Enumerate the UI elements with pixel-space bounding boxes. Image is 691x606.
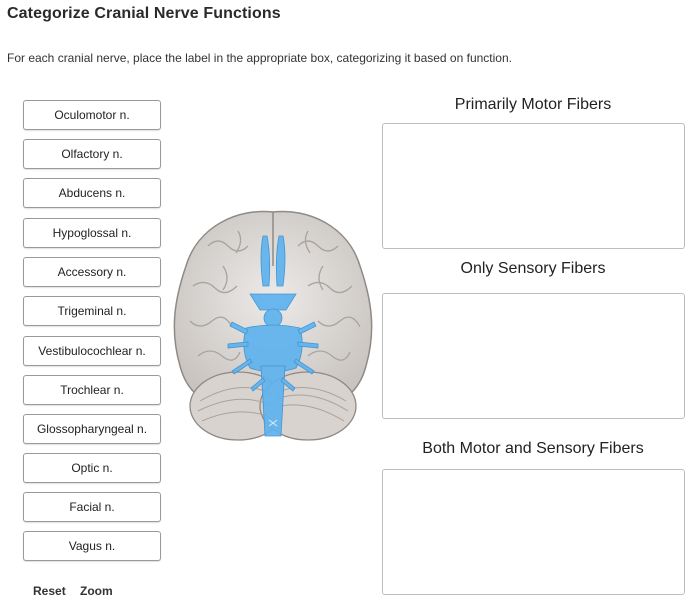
instructions-text: For each cranial nerve, place the label … [7, 51, 512, 65]
label-facial[interactable]: Facial n. [23, 492, 161, 522]
label-abducens[interactable]: Abducens n. [23, 178, 161, 208]
label-optic[interactable]: Optic n. [23, 453, 161, 483]
label-trigeminal[interactable]: Trigeminal n. [23, 296, 161, 326]
page-title: Categorize Cranial Nerve Functions [7, 5, 281, 22]
label-accessory[interactable]: Accessory n. [23, 257, 161, 287]
drop-zone-both[interactable] [382, 469, 685, 595]
zone-heading-motor: Primarily Motor Fibers [454, 96, 612, 113]
label-vestibulocochlear[interactable]: Vestibulocochlear n. [23, 336, 161, 366]
zone-heading-sensory: Only Sensory Fibers [460, 260, 606, 277]
zone-heading-both: Both Motor and Sensory Fibers [422, 440, 644, 457]
zoom-button[interactable]: Zoom [80, 584, 113, 598]
brain-inferior-view-image [173, 210, 373, 441]
label-trochlear[interactable]: Trochlear n. [23, 375, 161, 405]
label-olfactory[interactable]: Olfactory n. [23, 139, 161, 169]
drop-zone-motor[interactable] [382, 123, 685, 249]
drop-zone-sensory[interactable] [382, 293, 685, 419]
label-vagus[interactable]: Vagus n. [23, 531, 161, 561]
label-oculomotor[interactable]: Oculomotor n. [23, 100, 161, 130]
label-hypoglossal[interactable]: Hypoglossal n. [23, 218, 161, 248]
label-glossopharyngeal[interactable]: Glossopharyngeal n. [23, 414, 161, 444]
brain-illustration [168, 206, 378, 456]
reset-button[interactable]: Reset [33, 584, 66, 598]
